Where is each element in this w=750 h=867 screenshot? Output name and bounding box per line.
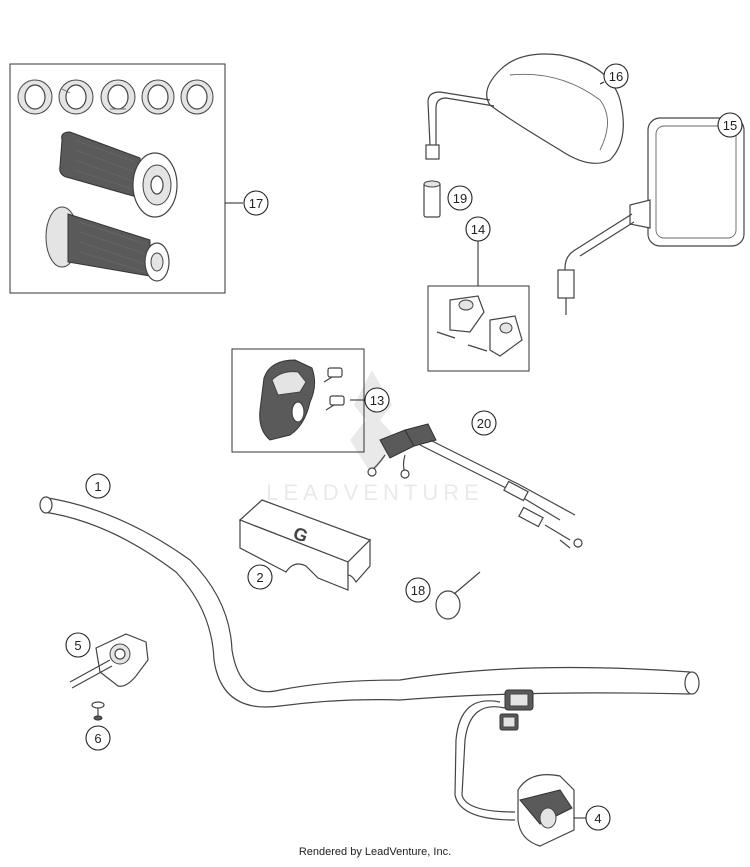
callout-16: 16 bbox=[603, 63, 629, 89]
footer-credit: Rendered by LeadVenture, Inc. bbox=[298, 846, 452, 858]
throttle-cam-rings bbox=[17, 79, 214, 115]
callout-5: 5 bbox=[65, 632, 91, 658]
grip-set-frame bbox=[9, 63, 226, 294]
callout-13: 13 bbox=[364, 387, 390, 413]
leader-16 bbox=[599, 81, 605, 85]
callout-1: 1 bbox=[85, 473, 111, 499]
svg-text:18: 18 bbox=[411, 583, 425, 598]
svg-text:16: 16 bbox=[609, 69, 623, 84]
svg-text:2: 2 bbox=[256, 570, 263, 585]
svg-text:4: 4 bbox=[594, 811, 601, 826]
svg-text:13: 13 bbox=[370, 393, 384, 408]
callout-14: 14 bbox=[465, 216, 491, 242]
svg-text:17: 17 bbox=[249, 196, 263, 211]
clutch-side-grip bbox=[45, 206, 170, 282]
callout-15: 15 bbox=[717, 112, 743, 138]
screw bbox=[91, 701, 105, 721]
svg-text:14: 14 bbox=[471, 222, 485, 237]
callout-6: 6 bbox=[85, 725, 111, 751]
callout-18: 18 bbox=[405, 577, 431, 603]
svg-text:5: 5 bbox=[74, 638, 81, 653]
handlebar-pad: G bbox=[238, 499, 372, 591]
callout-20: 20 bbox=[471, 410, 497, 436]
combination-switch bbox=[454, 689, 586, 847]
left-mirror bbox=[425, 53, 624, 164]
handlebar bbox=[39, 496, 700, 708]
clamp-set-group bbox=[427, 241, 530, 372]
pad-logo: G bbox=[291, 523, 311, 547]
throttle-grip bbox=[59, 131, 178, 218]
svg-text:19: 19 bbox=[453, 191, 467, 206]
cable-tie bbox=[435, 571, 481, 620]
mirror-adapter bbox=[423, 180, 441, 218]
switch-set-group bbox=[231, 348, 365, 453]
svg-text:1: 1 bbox=[94, 479, 101, 494]
throttle-cables bbox=[367, 423, 583, 549]
grip-set-group bbox=[9, 63, 243, 294]
svg-text:15: 15 bbox=[723, 118, 737, 133]
callout-17: 17 bbox=[243, 190, 269, 216]
callout-19: 19 bbox=[447, 185, 473, 211]
callout-2: 2 bbox=[247, 564, 273, 590]
hot-start-lever bbox=[69, 633, 149, 689]
callout-4: 4 bbox=[585, 805, 611, 831]
watermark-text: LEADVENTURE bbox=[266, 480, 484, 505]
switch-screws bbox=[323, 367, 345, 411]
right-mirror bbox=[557, 117, 745, 315]
svg-text:20: 20 bbox=[477, 416, 491, 431]
svg-text:6: 6 bbox=[94, 731, 101, 746]
